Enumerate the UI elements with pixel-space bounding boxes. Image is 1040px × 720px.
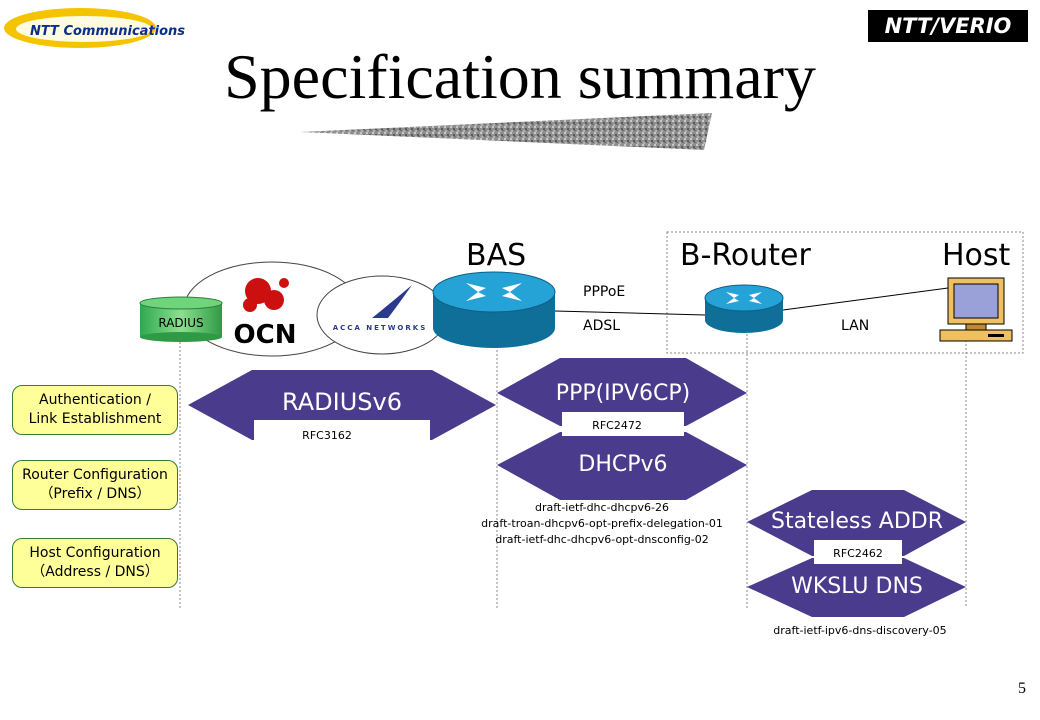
ocn-logo-text: OCN bbox=[234, 320, 297, 350]
phase-authentication-line2: Link Establishment bbox=[28, 411, 162, 427]
lan-label: LAN bbox=[841, 318, 870, 334]
wkslu-dns-label: WKSLU DNS bbox=[791, 574, 923, 599]
dhcpv6-ref-2: draft-troan-dhcpv6-opt-prefix-delegation… bbox=[481, 517, 723, 530]
host-label: Host bbox=[942, 238, 1011, 273]
phase-authentication-line1: Authentication / bbox=[39, 392, 151, 408]
pppoe-label: PPPoE bbox=[583, 284, 626, 300]
radiusv6-label: RADIUSv6 bbox=[282, 388, 402, 416]
phase-router-configuration-line1: Router Configuration bbox=[22, 467, 168, 483]
host-computer-icon bbox=[939, 277, 1013, 342]
page-number: 5 bbox=[1018, 680, 1026, 697]
pppoe-link bbox=[554, 310, 706, 316]
bas-label: BAS bbox=[466, 238, 527, 273]
ntt-verio-text: NTT/VERIO bbox=[885, 14, 1012, 38]
acca-logo-text: ACCA NETWORKS bbox=[333, 324, 428, 332]
stateless-rfc: RFC2462 bbox=[833, 547, 883, 560]
customer-premises-box bbox=[666, 231, 1024, 354]
dhcpv6-ref-1: draft-ietf-dhc-dhcpv6-26 bbox=[534, 501, 669, 514]
phase-router-configuration-line2: （Prefix / DNS） bbox=[39, 486, 151, 502]
stateless-ref-panel bbox=[814, 540, 902, 564]
dhcpv6-label: DHCPv6 bbox=[578, 452, 668, 477]
phase-host-configuration-line1: Host Configuration bbox=[29, 545, 161, 561]
radius-label: RADIUS bbox=[158, 316, 203, 330]
phase-host-configuration-line2: （Address / DNS） bbox=[31, 564, 159, 580]
radiusv6-ref-panel bbox=[254, 420, 430, 450]
title-swoosh bbox=[300, 113, 712, 150]
b-router-label: B-Router bbox=[680, 238, 811, 273]
b-router-icon bbox=[704, 284, 784, 333]
wkslu-dns-arrow bbox=[747, 558, 966, 617]
stateless-addr-label: Stateless ADDR bbox=[770, 509, 943, 534]
ntt-communications-text: NTT Communications bbox=[30, 24, 185, 39]
adsl-label: ADSL bbox=[583, 318, 621, 334]
phase-authentication: Authentication / Link Establishment bbox=[12, 385, 178, 435]
stateless-addr-arrow bbox=[747, 490, 966, 556]
bas-router-icon bbox=[432, 271, 556, 348]
phase-router-configuration: Router Configuration （Prefix / DNS） bbox=[12, 460, 178, 510]
lan-link bbox=[782, 287, 949, 311]
page-title: Specification summary bbox=[224, 41, 816, 112]
ppp-rfc: RFC2472 bbox=[592, 419, 642, 432]
ppp-ref-panel bbox=[562, 412, 684, 436]
dhcpv6-ref-3: draft-ietf-dhc-dhcpv6-opt-dnsconfig-02 bbox=[495, 533, 709, 546]
ntt-verio-logo: NTT/VERIO bbox=[868, 10, 1028, 42]
wkslu-draft: draft-ietf-ipv6-dns-discovery-05 bbox=[773, 624, 947, 637]
ocn-logo: OCN bbox=[234, 278, 297, 350]
phase-host-configuration: Host Configuration （Address / DNS） bbox=[12, 538, 178, 588]
ppp-ipv6cp-label: PPP(IPV6CP) bbox=[555, 381, 691, 406]
lifelines bbox=[179, 330, 967, 608]
radius-server-icon: RADIUS bbox=[139, 296, 223, 342]
dhcpv6-arrow bbox=[497, 432, 747, 500]
ppp-ipv6cp-arrow bbox=[497, 358, 747, 426]
ntt-communications-logo: NTT Communications bbox=[4, 8, 185, 48]
radiusv6-rfc: RFC3162 bbox=[302, 429, 352, 442]
acca-logo: ACCA NETWORKS bbox=[333, 285, 428, 332]
